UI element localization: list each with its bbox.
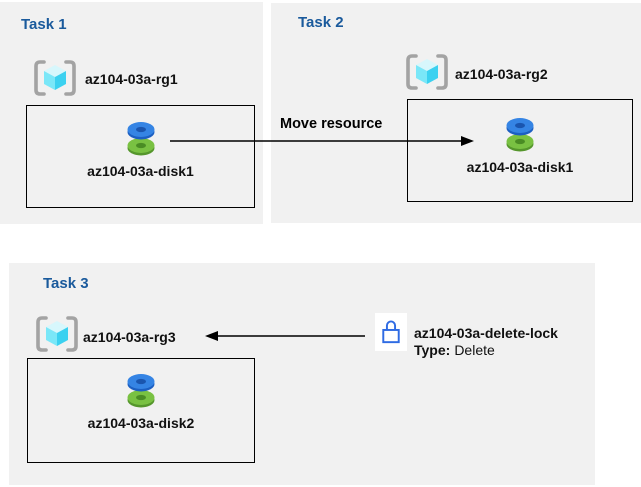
disk-name: az104-03a-disk1 bbox=[87, 163, 194, 179]
move-resource-label: Move resource bbox=[280, 116, 383, 132]
resource-group-icon bbox=[35, 315, 79, 353]
resource-box-task2: az104-03a-disk1 bbox=[407, 99, 633, 202]
disk-name: az104-03a-disk1 bbox=[466, 159, 574, 175]
task3-title: Task 3 bbox=[43, 275, 89, 292]
lock-icon bbox=[375, 313, 407, 351]
resource-group-name: az104-03a-rg1 bbox=[85, 71, 178, 87]
resource-group-name: az104-03a-rg2 bbox=[455, 66, 548, 82]
delete-lock-annotation: az104-03a-delete-lock Type:Delete bbox=[375, 313, 558, 359]
lock-text: az104-03a-delete-lock Type:Delete bbox=[414, 313, 558, 359]
task2-title: Task 2 bbox=[298, 14, 344, 31]
panel-task1: Task 1 az104-03a-rg1 bbox=[0, 2, 263, 224]
resource-group-name: az104-03a-rg3 bbox=[83, 329, 176, 345]
disk-name: az104-03a-disk2 bbox=[87, 415, 195, 431]
lock-type-label: Type: bbox=[414, 342, 451, 358]
disk-icon bbox=[502, 115, 538, 155]
resource-group-icon bbox=[33, 59, 77, 97]
lock-type: Type:Delete bbox=[414, 342, 558, 359]
disk-icon bbox=[123, 371, 159, 411]
resource-box-task3: az104-03a-disk2 bbox=[27, 358, 255, 463]
resource-box-task1: az104-03a-disk1 bbox=[26, 105, 255, 208]
resource-group-icon bbox=[405, 53, 449, 91]
panel-task3: Task 3 az104-03a-rg3 bbox=[9, 263, 595, 485]
lock-name: az104-03a-delete-lock bbox=[414, 325, 558, 341]
panel-task2: Task 2 az104-03a-rg2 bbox=[271, 3, 641, 223]
disk-icon bbox=[123, 119, 159, 159]
lock-type-value: Delete bbox=[454, 342, 495, 358]
task1-title: Task 1 bbox=[21, 16, 67, 33]
